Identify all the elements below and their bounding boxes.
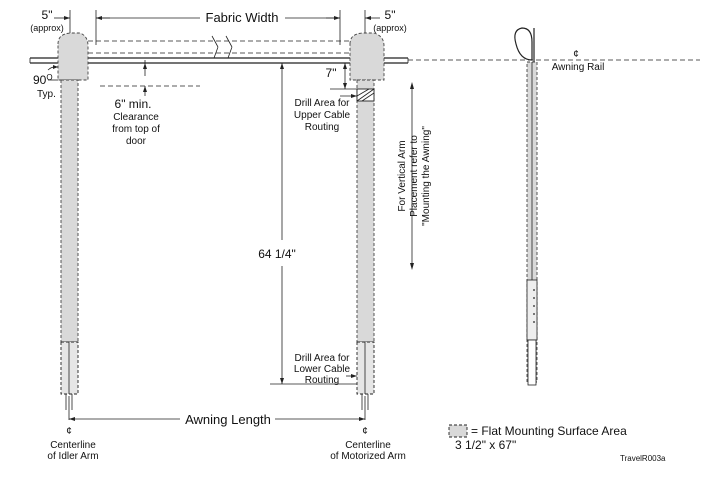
awning-rail-label: Awning Rail bbox=[552, 62, 605, 73]
height-label: 64 1/4" bbox=[258, 247, 296, 261]
height-dimension bbox=[270, 63, 357, 385]
angle-label: 90O bbox=[33, 73, 53, 87]
clearance-value: 6" min. bbox=[115, 97, 152, 111]
drill-leaders bbox=[340, 94, 357, 378]
vertical-note-line3: "Mounting the Awning" bbox=[421, 126, 432, 226]
awning-length-dimension bbox=[69, 417, 365, 421]
left-offset-note: (approx) bbox=[30, 23, 64, 33]
drill-upper-line3: Routing bbox=[305, 122, 339, 133]
cl-symbol-idler: ¢ bbox=[66, 426, 72, 437]
legend-text: = Flat Mounting Surface Area bbox=[471, 424, 627, 438]
vertical-note-line1: For Vertical Arm bbox=[397, 140, 408, 211]
centerline-idler-line2: of Idler Arm bbox=[47, 451, 98, 462]
right-offset-label: 5" bbox=[385, 8, 396, 22]
clearance-line1: Clearance bbox=[113, 112, 159, 123]
side-view bbox=[514, 27, 538, 386]
vertical-note: For Vertical Arm Placement refer to "Mou… bbox=[397, 126, 432, 226]
awning-length-label: Awning Length bbox=[185, 412, 271, 427]
legend bbox=[448, 424, 468, 438]
vertical-placement-arrow bbox=[410, 82, 414, 270]
clearance-line3: door bbox=[126, 136, 147, 147]
vertical-note-line2: Placement refer to bbox=[409, 135, 420, 217]
roller-tube bbox=[29, 35, 700, 64]
centerline-idler-line1: Centerline bbox=[50, 440, 96, 451]
idler-arm bbox=[57, 32, 89, 420]
upper-gap-dimension bbox=[330, 63, 357, 90]
cl-symbol-rail: ¢ bbox=[573, 49, 579, 60]
angle-indicator bbox=[47, 65, 59, 81]
top-dimensions bbox=[54, 10, 380, 52]
drill-lower-line1: Drill Area for bbox=[294, 353, 350, 364]
drill-upper-line2: Upper Cable bbox=[294, 110, 351, 121]
cl-symbol-motor: ¢ bbox=[362, 426, 368, 437]
legend-dims: 3 1/2" x 67" bbox=[455, 438, 516, 452]
drill-upper-line1: Drill Area for bbox=[294, 98, 350, 109]
left-offset-label: 5" bbox=[42, 8, 53, 22]
angle-note: Typ. bbox=[37, 89, 56, 100]
drill-lower-line3: Routing bbox=[305, 375, 339, 386]
clearance-line2: from top of bbox=[112, 124, 160, 135]
figure-id: TravelR003a bbox=[620, 454, 666, 463]
motorized-arm bbox=[349, 32, 385, 420]
legend-swatch bbox=[448, 424, 468, 438]
centerline-motor-line1: Centerline bbox=[345, 440, 391, 451]
centerline-motor-line2: of Motorized Arm bbox=[330, 451, 406, 462]
right-offset-note: (approx) bbox=[373, 23, 407, 33]
drill-lower-line2: Lower Cable bbox=[294, 364, 351, 375]
fabric-width-label: Fabric Width bbox=[206, 10, 279, 25]
clearance-dimension bbox=[100, 60, 200, 96]
upper-gap-label: 7" bbox=[326, 66, 337, 80]
